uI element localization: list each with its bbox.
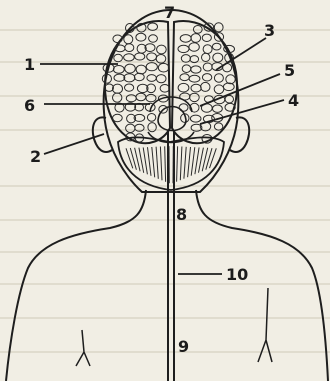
brain-cell	[148, 23, 158, 30]
brain-cell	[214, 74, 223, 82]
label-10: 10	[226, 265, 248, 284]
brain-cell	[213, 53, 223, 62]
spinal-cord	[168, 130, 174, 381]
brain-cell	[113, 114, 123, 121]
brain-cell	[113, 93, 122, 102]
brain-cell	[156, 75, 166, 83]
brain-cell	[202, 53, 210, 61]
brain-cell	[226, 75, 235, 84]
brain-cell	[147, 114, 155, 122]
brain-cell	[125, 44, 134, 52]
brain-cell	[202, 34, 211, 41]
brain-cell	[191, 66, 201, 73]
cerebellum	[118, 137, 224, 190]
label-8: 8	[176, 205, 187, 224]
brain-cell	[126, 124, 135, 132]
brain-cell	[191, 84, 201, 92]
label-6: 6	[24, 96, 35, 115]
brain-cell	[191, 34, 201, 43]
brain-cell	[147, 75, 156, 82]
cerebellum-stripe	[126, 148, 133, 168]
cerebellum-stripe	[177, 146, 178, 181]
brain-cell	[190, 93, 200, 101]
brain-cell	[114, 74, 125, 81]
brain-cell	[147, 53, 157, 61]
brain-cell	[124, 74, 135, 82]
brain-cell	[136, 65, 146, 74]
cerebellum-stripe	[165, 146, 166, 182]
brain-cell	[189, 75, 200, 82]
brain-cell	[223, 83, 234, 91]
cerebellum-stripe	[160, 147, 162, 181]
brain-cell	[213, 105, 223, 112]
brain-cell	[189, 43, 199, 51]
right-ear	[230, 117, 249, 152]
cerebrum	[102, 21, 237, 143]
brain-cell	[202, 74, 211, 81]
brain-cell	[203, 45, 212, 54]
label-9: 9	[178, 337, 189, 356]
label-5: 5	[284, 61, 295, 80]
leader-4	[200, 100, 284, 124]
brain-cell	[178, 83, 189, 92]
brain-cell	[180, 35, 191, 43]
brain-cell	[193, 26, 202, 34]
brain-cell	[114, 54, 123, 62]
label-7: 7	[164, 3, 175, 22]
label-3: 3	[264, 21, 275, 40]
brain-cell	[157, 45, 167, 54]
cerebellum-stripe	[184, 147, 186, 179]
brain-cell	[125, 64, 136, 73]
right-nerve-fork	[258, 288, 272, 362]
label-1: 1	[24, 55, 35, 74]
label-2: 2	[30, 147, 41, 166]
brain-cell	[214, 85, 224, 94]
cerebellum-stripe	[188, 147, 191, 177]
brain-cell	[136, 93, 146, 101]
cerebellum-stripe	[191, 147, 195, 176]
brain-cell	[113, 84, 123, 93]
label-4: 4	[288, 91, 299, 110]
cerebellum-stripe	[148, 147, 152, 176]
brain-cell	[134, 73, 144, 80]
brain-cell	[178, 45, 189, 52]
brain-cell	[158, 63, 169, 72]
cerebellum-outline	[118, 137, 224, 190]
brain-cell	[149, 35, 158, 42]
brain-cell	[203, 63, 212, 71]
brain-cell	[160, 85, 169, 93]
brain-cell	[214, 123, 222, 130]
brain-cell	[201, 82, 210, 91]
brain-cell	[124, 54, 135, 61]
brain-cell	[125, 84, 134, 91]
cerebellum-stripe	[210, 148, 217, 168]
brain-cell	[124, 35, 133, 44]
brain-cell	[212, 43, 221, 50]
cerebellum-stripe	[180, 147, 182, 181]
brain-cell	[180, 74, 189, 81]
brain-cell	[214, 23, 223, 32]
leader-lines	[40, 38, 284, 274]
cerebellum-stripes	[126, 146, 216, 183]
brain-cell	[135, 53, 145, 60]
brain-cell	[182, 65, 191, 73]
brain-cell	[225, 95, 233, 103]
leader-5	[200, 74, 280, 106]
brain-cell	[181, 55, 190, 63]
cerebellum-stripe	[143, 147, 147, 174]
brain-cell	[136, 33, 146, 41]
left-nerve-fork	[76, 330, 90, 366]
cerebellum-stripe	[152, 147, 155, 177]
brain-cell	[113, 66, 124, 74]
brain-cell	[190, 115, 201, 122]
cerebellum-stripe	[195, 147, 199, 174]
brain-cell	[146, 63, 157, 71]
cerebellum-stripe	[156, 147, 158, 179]
